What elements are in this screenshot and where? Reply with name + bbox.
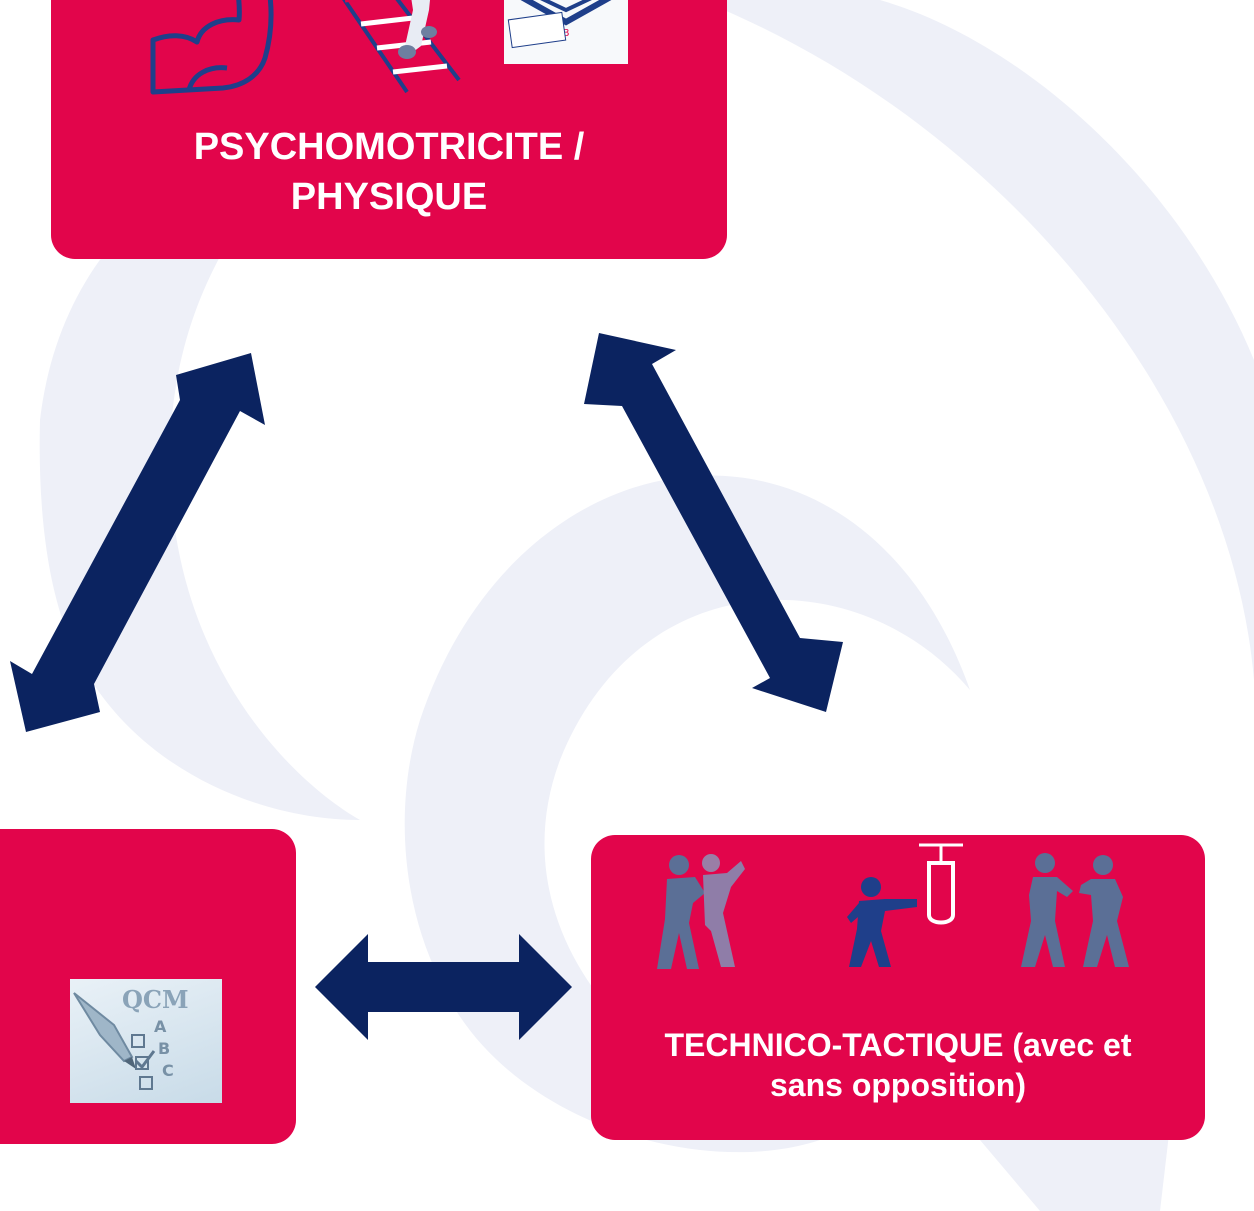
punching-bag-icon	[847, 843, 963, 967]
label-line-2: sans opposition)	[770, 1067, 1026, 1103]
label-line-2: PHYSIQUE	[290, 176, 488, 218]
boxing-ring-picture: D A B C	[504, 0, 628, 64]
qcm-option-c: C	[162, 1061, 174, 1080]
arrow-top-to-left	[10, 353, 265, 732]
sparring-fighters-icon	[1021, 853, 1129, 967]
grappling-fighters-icon	[657, 854, 745, 969]
psychomotricite-physique-label: PSYCHOMOTRICITE / PHYSIQUE	[51, 122, 727, 222]
ring-label-b: B	[563, 28, 570, 39]
technico-tactique-label: TECHNICO-TACTIQUE (avec et sans oppositi…	[591, 1025, 1205, 1105]
watermark-arc-outer	[700, 0, 1254, 680]
psychomotricite-physique-box: D A B C PSYCHOMOTRICITE / PHYSIQUE	[51, 0, 727, 259]
qcm-picture: QCM A B C	[70, 979, 222, 1103]
arrow-left-to-right	[315, 934, 572, 1040]
arrow-top-to-right	[584, 333, 843, 712]
agility-ladder-icon	[342, 0, 461, 94]
watermark-arc-left	[39, 120, 360, 820]
label-line-1: PSYCHOMOTRICITE /	[193, 126, 585, 168]
label-line-1: TECHNICO-TACTIQUE (avec et	[664, 1027, 1132, 1063]
qcm-option-b: B	[158, 1039, 171, 1058]
technico-tactique-box: TECHNICO-TACTIQUE (avec et sans oppositi…	[591, 835, 1205, 1140]
boxing-ring-icon: D A B C	[507, 0, 612, 49]
qcm-option-a: A	[154, 1017, 167, 1036]
left-knowledge-box: / QCM A B C	[0, 829, 296, 1144]
qcm-title: QCM	[122, 985, 189, 1014]
pen-icon	[73, 992, 156, 1090]
flexed-arm-icon	[150, 0, 274, 95]
